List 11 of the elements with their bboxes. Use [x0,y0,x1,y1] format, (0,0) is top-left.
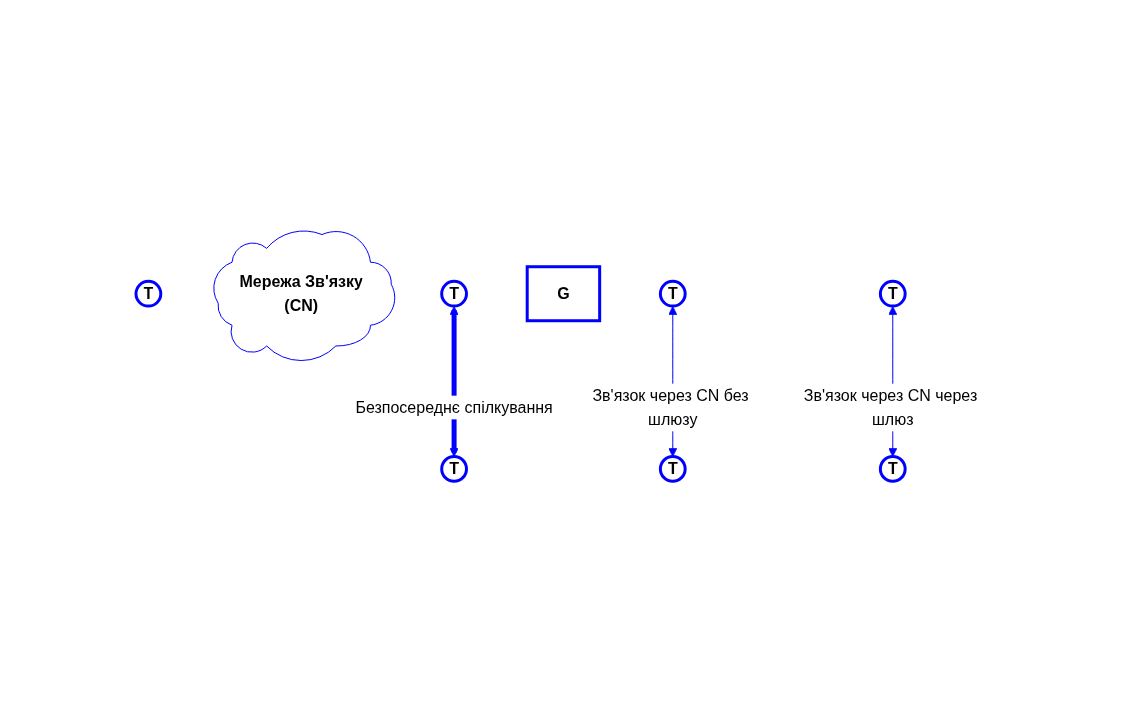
node-circle: T [659,455,687,484]
node-box: G [525,265,602,323]
edge-label: Зв'язок через CN без шлюзу [592,386,749,428]
node-circle: T [879,280,907,308]
node-circle: T [440,455,469,484]
node-circle: T [440,280,469,308]
node-circle: T [659,280,687,308]
node-circle: T [134,280,163,308]
edge-label: Зв'язок через CN через шлюз [803,386,978,428]
edge-label: Безпосереднє спілкування [355,398,553,416]
node-circle: T [879,455,907,484]
